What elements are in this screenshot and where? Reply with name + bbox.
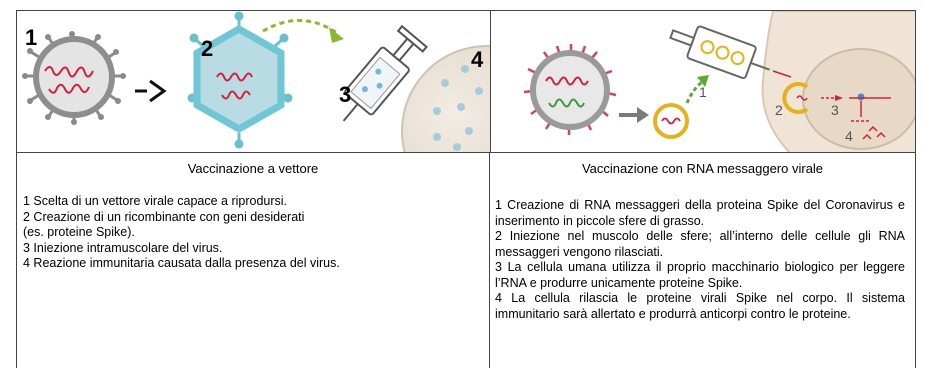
dashed-arrow-icon bbox=[262, 19, 344, 43]
arrow-icon bbox=[619, 107, 649, 123]
coronavirus-icon bbox=[523, 44, 617, 135]
step-paragraph: 4 La cellula rilascia le proteine virali… bbox=[495, 291, 905, 321]
lipid-sphere-entering-icon bbox=[782, 82, 809, 114]
human-cell-icon bbox=[401, 45, 490, 152]
arrow-icon bbox=[135, 79, 167, 103]
step-number-4: 4 bbox=[471, 47, 484, 72]
translation-flow-icon bbox=[821, 93, 891, 122]
recombinant-vector-icon bbox=[187, 11, 293, 149]
step-number-1: 1 bbox=[699, 84, 707, 100]
step-number-2: 2 bbox=[201, 36, 213, 61]
step-line: (es. proteine Spike). bbox=[23, 225, 135, 239]
mrna-description: Vaccinazione con RNA messaggero virale 1… bbox=[490, 153, 916, 368]
step-paragraph: 2 Iniezione nel muscolo delle sfere; all… bbox=[495, 229, 905, 259]
mrna-steps: 1 Creazione di RNA messaggeri della prot… bbox=[495, 198, 905, 322]
lipid-sphere-icon bbox=[653, 103, 689, 139]
step-line: 1 Scelta di un vettore virale capace a r… bbox=[23, 194, 288, 208]
step-number-3: 3 bbox=[339, 82, 351, 107]
step-number-4: 4 bbox=[845, 128, 853, 144]
step-number-3: 3 bbox=[831, 102, 839, 118]
caption-viral-vector: Vaccinazione a vettore bbox=[187, 161, 319, 176]
mrna-diagram: 1 2 bbox=[523, 11, 915, 152]
step-line: 4 Reazione immunitaria causata dalla pre… bbox=[23, 256, 340, 270]
viral-vector-illustration: 1 2 bbox=[16, 10, 490, 153]
step-line: 3 Iniezione intramuscolare del virus. bbox=[23, 240, 223, 255]
syringe-icon bbox=[669, 25, 770, 80]
step-number-1: 1 bbox=[25, 25, 37, 50]
step-line: 2 Creazione di un ricombinante con geni … bbox=[23, 209, 305, 224]
virus-icon bbox=[22, 31, 126, 125]
caption-mrna: Vaccinazione con RNA messaggero virale bbox=[581, 161, 824, 176]
mrna-illustration: 1 2 bbox=[490, 10, 916, 153]
step-paragraph: 3 La cellula umana utilizza il proprio m… bbox=[495, 260, 905, 290]
viral-vector-diagram: 1 2 bbox=[22, 11, 490, 152]
dashed-arrow-icon bbox=[685, 75, 709, 104]
viral-vector-steps: 1 Scelta di un vettore virale capace a r… bbox=[23, 194, 340, 272]
syringe-icon bbox=[342, 24, 428, 122]
human-cell-icon bbox=[761, 11, 915, 152]
step-number-2: 2 bbox=[775, 102, 783, 118]
spike-proteins-icon bbox=[862, 125, 886, 140]
step-paragraph: 1 Creazione di RNA messaggeri della prot… bbox=[495, 198, 905, 228]
viral-vector-description: Vaccinazione a vettore 1 Scelta di un ve… bbox=[16, 153, 490, 368]
